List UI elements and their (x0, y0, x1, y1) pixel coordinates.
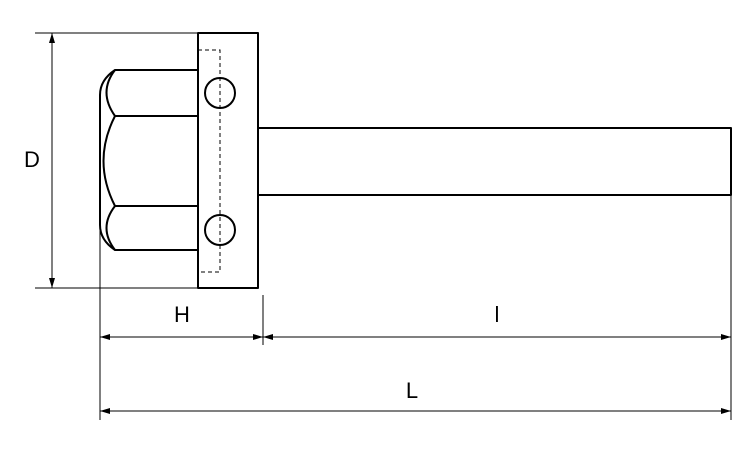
hidden-line-slot (198, 49, 221, 273)
hex-head-outline (99, 69, 199, 251)
hex-head-middle-curve (102, 115, 116, 207)
label-l-shank: l (495, 302, 500, 327)
hex-head-upper-curve (105, 69, 116, 117)
shank (257, 127, 732, 196)
hex-head-lower-curve (105, 205, 116, 251)
label-h: H (174, 302, 190, 327)
flange-plate (197, 32, 259, 289)
label-d: D (24, 147, 40, 172)
label-l-overall: L (406, 378, 418, 403)
